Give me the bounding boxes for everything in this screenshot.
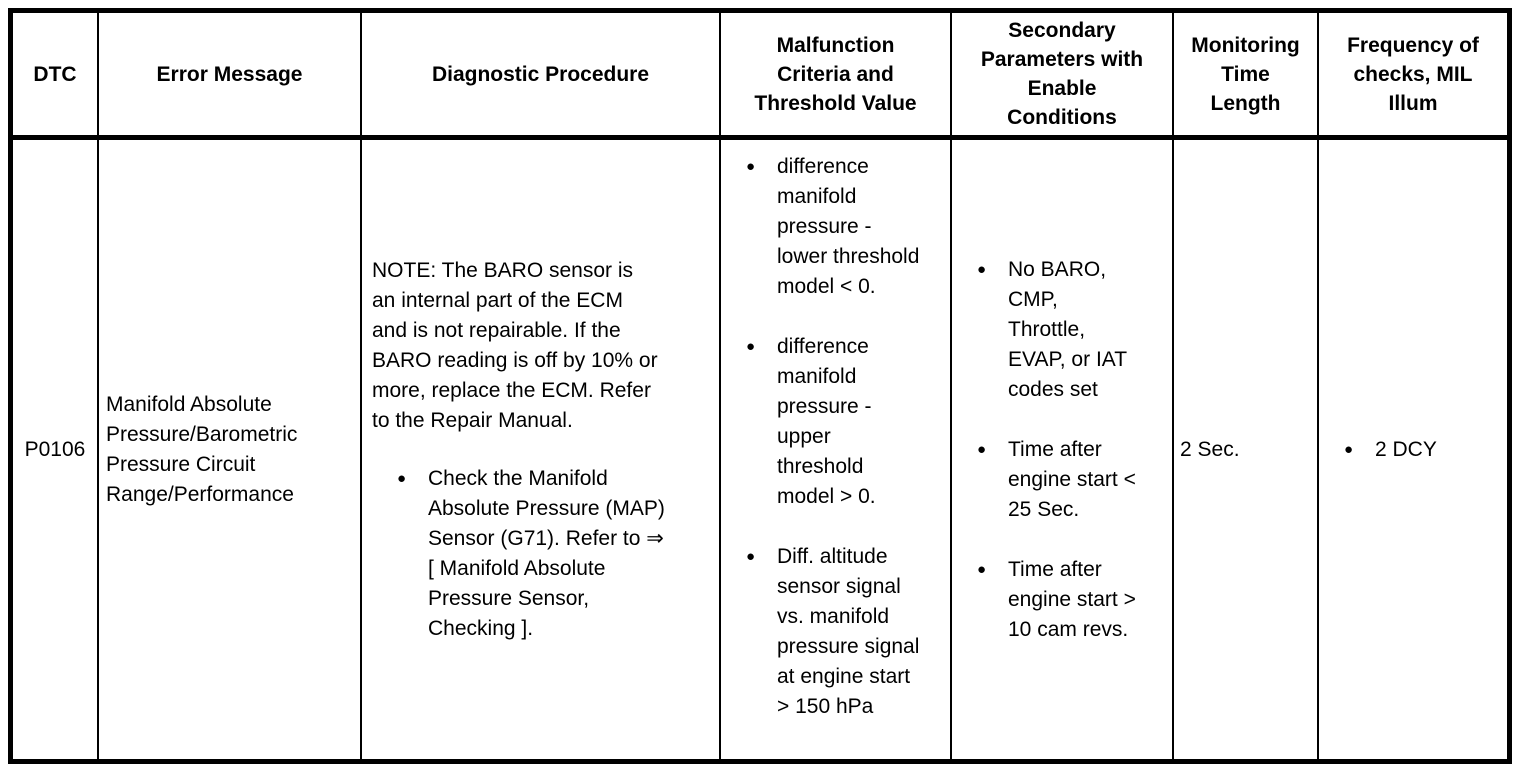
cell-diagnostic-procedure: NOTE: The BARO sensor is an internal par…: [360, 140, 719, 759]
bullet-icon: ●: [746, 338, 756, 355]
header-diagnostic-procedure: Diagnostic Procedure: [360, 13, 719, 135]
bullet-item: ● Check the Manifold Absolute Pressure (M…: [372, 464, 715, 644]
header-dtc: DTC: [33, 62, 77, 86]
bullet-item: ● 2 DCY: [1319, 435, 1507, 465]
table-header-row: DTC Error Message Diagnostic Procedure M…: [13, 13, 1507, 140]
diagnostic-bullet-list: ● Check the Manifold Absolute Pressure (M…: [372, 464, 715, 644]
secondary-bullet-list: ● No BARO, CMP, Throttle, EVAP, or IAT co…: [952, 255, 1172, 645]
bullet-text: difference manifold pressure - lower thr…: [777, 155, 920, 298]
bullet-icon: ●: [746, 548, 756, 565]
bullet-icon: ●: [977, 260, 987, 278]
bullet-text: Check the Manifold Absolute Pressure (MA…: [428, 466, 665, 640]
table-row: P0106 Manifold Absolute Pressure/Baromet…: [13, 140, 1507, 759]
bullet-icon: ●: [746, 158, 756, 175]
bullet-item: ● No BARO, CMP, Throttle, EVAP, or IAT co…: [952, 255, 1172, 405]
header-secondary-parameters: Secondary Parameters with Enable Conditi…: [950, 13, 1172, 135]
bullet-text: Time after engine start < 25 Sec.: [1008, 437, 1136, 521]
dtc-code: P0106: [24, 437, 86, 461]
dtc-table: DTC Error Message Diagnostic Procedure M…: [8, 8, 1512, 764]
frequency-bullet-list: ● 2 DCY: [1319, 435, 1507, 465]
bullet-item: ● Time after engine start > 10 cam revs.: [952, 555, 1172, 645]
bullet-item: ● Time after engine start < 25 Sec.: [952, 435, 1172, 525]
header-frequency-checks: Frequency of checks, MIL Illum: [1317, 13, 1507, 135]
error-message-text: Manifold Absolute Pressure/Barometric Pr…: [106, 392, 298, 506]
bullet-text: 2 DCY: [1375, 437, 1437, 461]
bullet-text: Diff. altitude sensor signal vs. manifol…: [777, 545, 920, 718]
cell-frequency-checks: ● 2 DCY: [1317, 140, 1507, 759]
header-error-message: Error Message: [97, 13, 360, 135]
malfunction-bullet-list: ● difference manifold pressure - lower th…: [721, 152, 950, 722]
bullet-icon: ●: [977, 560, 987, 578]
cell-dtc-code: P0106: [13, 140, 97, 759]
bullet-icon: ●: [397, 469, 407, 487]
bullet-icon: ●: [977, 440, 987, 458]
bullet-text: Time after engine start > 10 cam revs.: [1008, 557, 1136, 641]
bullet-item: ● Diff. altitude sensor signal vs. manifo…: [721, 542, 950, 722]
bullet-text: difference manifold pressure - upper thr…: [777, 335, 876, 508]
bullet-item: ● difference manifold pressure - lower th…: [721, 152, 950, 302]
header-malfunction-criteria: Malfunction Criteria and Threshold Value: [719, 13, 950, 135]
cell-error-message: Manifold Absolute Pressure/Barometric Pr…: [97, 140, 360, 759]
header-monitoring-time: Monitoring Time Length: [1172, 13, 1317, 135]
diagnostic-note: NOTE: The BARO sensor is an internal par…: [372, 258, 658, 432]
monitoring-time-value: 2 Sec.: [1180, 437, 1240, 461]
cell-secondary-parameters: ● No BARO, CMP, Throttle, EVAP, or IAT co…: [950, 140, 1172, 759]
bullet-icon: ●: [1344, 440, 1354, 458]
cell-monitoring-time: 2 Sec.: [1172, 140, 1317, 759]
cell-malfunction-criteria: ● difference manifold pressure - lower th…: [719, 140, 950, 759]
bullet-item: ● difference manifold pressure - upper th…: [721, 332, 950, 512]
bullet-text: No BARO, CMP, Throttle, EVAP, or IAT cod…: [1008, 257, 1128, 401]
